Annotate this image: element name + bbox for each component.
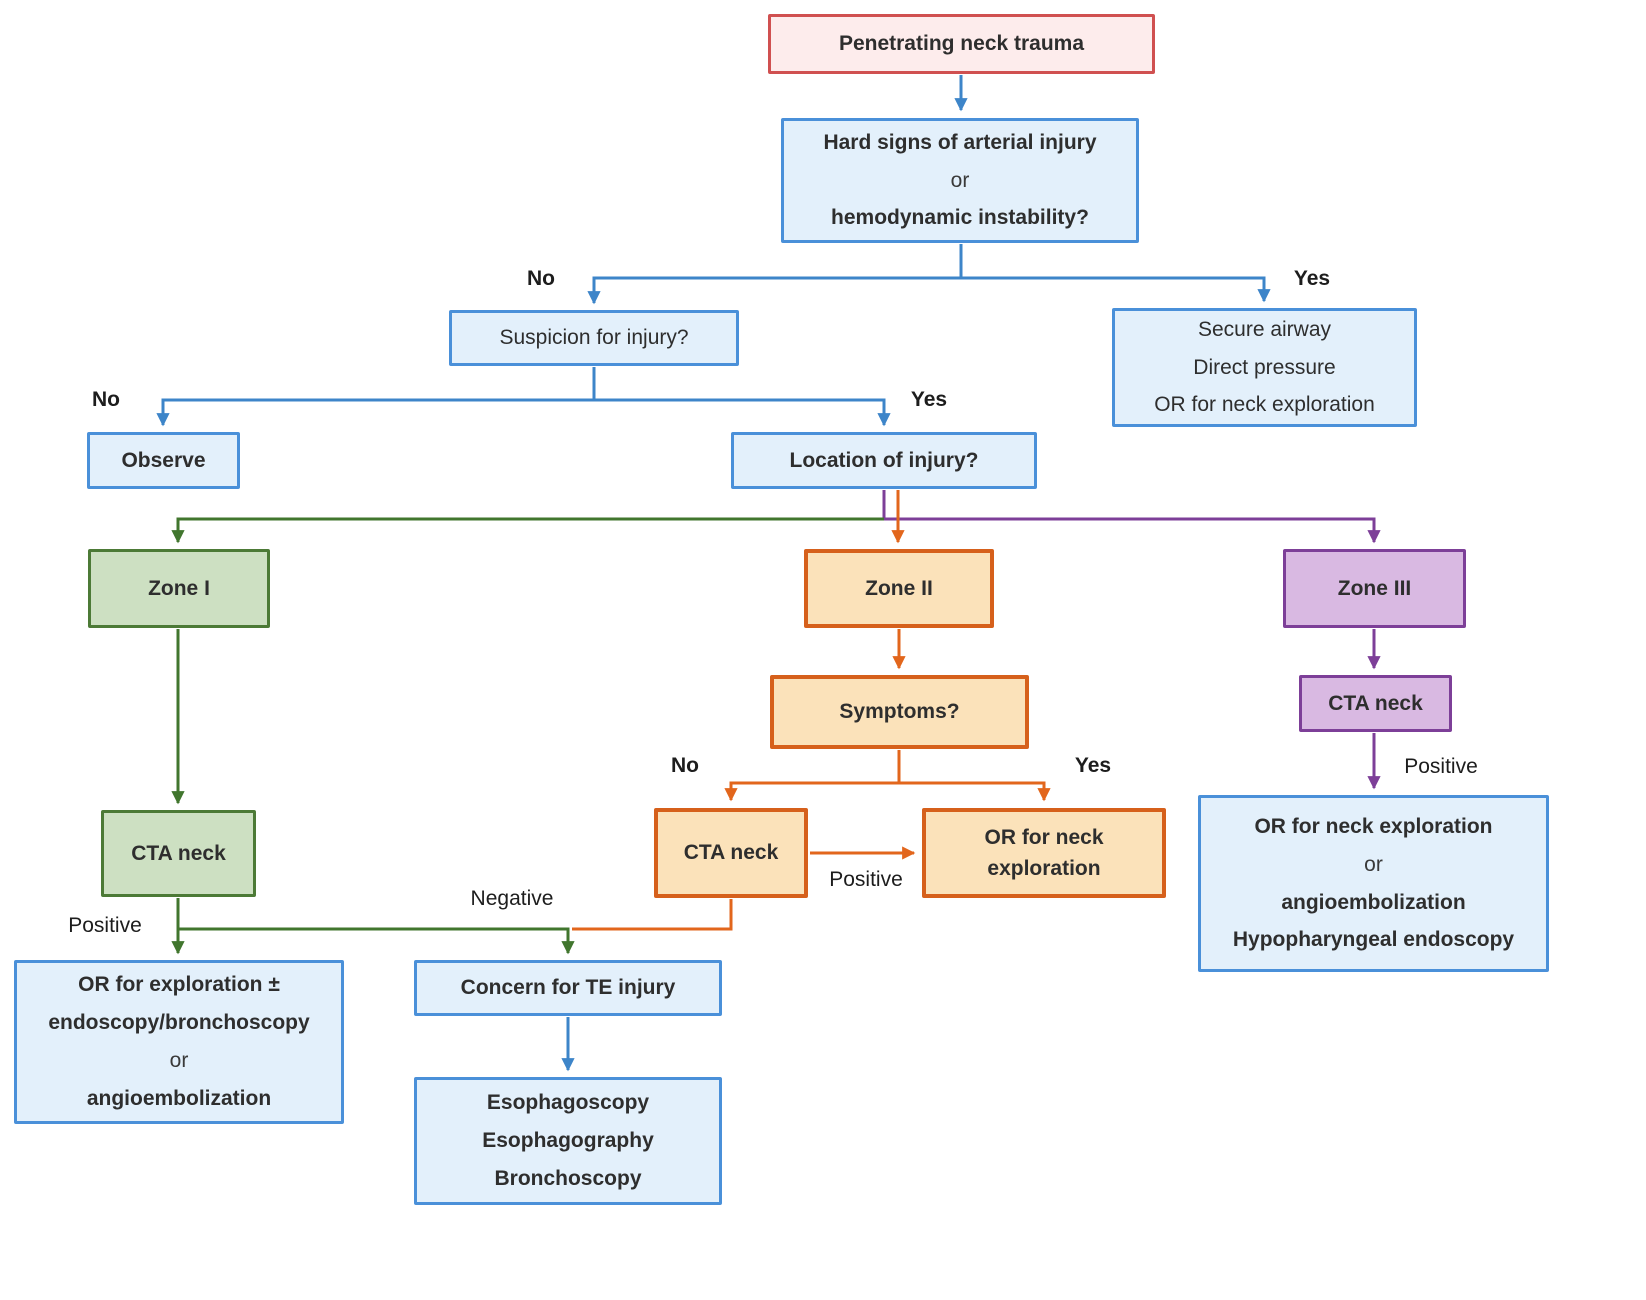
node-label: Penetrating neck trauma bbox=[838, 32, 1085, 56]
node-zone3-cta-neck: CTA neck bbox=[1299, 675, 1452, 732]
node-te-concern: Concern for TE injury bbox=[414, 960, 722, 1016]
node-suspicion-question: Suspicion for injury? bbox=[449, 310, 739, 366]
node-line: Bronchoscopy bbox=[494, 1166, 642, 1190]
edge-label-zone2-positive: Positive bbox=[829, 868, 903, 891]
node-te-workup: Esophagoscopy Esophagography Bronchoscop… bbox=[414, 1077, 722, 1205]
edge-label-hardsigns-yes: Yes bbox=[1293, 267, 1331, 290]
node-line: OR for neck exploration bbox=[1254, 814, 1493, 838]
node-zone2-or-exploration: OR for neck exploration bbox=[922, 808, 1166, 898]
node-line: Esophagography bbox=[482, 1129, 654, 1153]
node-label: Suspicion for injury? bbox=[499, 326, 689, 350]
node-line: hemodynamic instability? bbox=[831, 206, 1089, 230]
node-zone3-or-exploration: OR for neck exploration or angioemboliza… bbox=[1198, 795, 1549, 972]
edge-suspicion-yes-to-location bbox=[592, 367, 891, 427]
node-zone2-cta-neck: CTA neck bbox=[654, 808, 808, 898]
node-zone1: Zone I bbox=[88, 549, 270, 628]
node-line: angioembolization bbox=[1281, 890, 1466, 914]
node-penetrating-neck-trauma: Penetrating neck trauma bbox=[768, 14, 1155, 74]
edge-label-symptoms-yes: Yes bbox=[1074, 754, 1112, 777]
node-label: Zone II bbox=[865, 576, 933, 600]
edge-label-symptoms-no: No bbox=[671, 754, 699, 777]
node-hard-signs-question: Hard signs of arterial injury or hemodyn… bbox=[781, 118, 1139, 243]
node-label: Zone I bbox=[148, 576, 210, 600]
node-line: angioembolization bbox=[86, 1086, 272, 1110]
edge-label-hardsigns-no: No bbox=[527, 267, 555, 290]
node-line: Hard signs of arterial injury bbox=[823, 130, 1097, 154]
node-line: or bbox=[950, 168, 970, 192]
edge-symptoms-no-to-cta bbox=[724, 750, 901, 802]
edge-label-suspicion-no: No bbox=[92, 388, 120, 411]
node-symptoms-question: Symptoms? bbox=[770, 675, 1029, 749]
node-label: CTA neck bbox=[683, 841, 779, 865]
node-line: OR for exploration ± bbox=[78, 973, 280, 997]
node-secure-airway: Secure airway Direct pressure OR for nec… bbox=[1112, 308, 1417, 427]
edge-hardsigns-no-to-suspicion bbox=[587, 244, 963, 305]
edge-symptoms-yes-to-or bbox=[897, 750, 1051, 802]
edge-hardsigns-yes-to-secure-airway bbox=[959, 244, 1271, 303]
node-label: CTA neck bbox=[131, 841, 226, 865]
node-zone2: Zone II bbox=[804, 549, 994, 628]
edge-label-suspicion-yes: Yes bbox=[910, 388, 948, 411]
node-location-question: Location of injury? bbox=[731, 432, 1037, 489]
node-label: Zone III bbox=[1337, 576, 1412, 600]
node-line: or bbox=[169, 1049, 189, 1072]
edge-zone2-cta-negative-join bbox=[572, 899, 733, 931]
edge-location-to-zone3 bbox=[882, 490, 1381, 544]
edge-label-zone3-positive: Positive bbox=[1404, 755, 1478, 778]
node-zone1-cta-neck: CTA neck bbox=[101, 810, 256, 897]
node-line: exploration bbox=[987, 857, 1101, 880]
node-zone3: Zone III bbox=[1283, 549, 1466, 628]
edge-suspicion-no-to-observe bbox=[156, 367, 596, 427]
edge-label-zone1-positive: Positive bbox=[68, 914, 142, 937]
node-line: Direct pressure bbox=[1193, 355, 1336, 379]
node-line: OR for neck exploration bbox=[1154, 393, 1375, 417]
node-zone1-or-exploration: OR for exploration ± endoscopy/bronchosc… bbox=[14, 960, 344, 1124]
edge-location-to-zone1 bbox=[171, 517, 884, 544]
node-line: or bbox=[1364, 852, 1383, 876]
node-line: endoscopy/bronchoscopy bbox=[48, 1011, 310, 1035]
node-label: CTA neck bbox=[1328, 691, 1423, 715]
node-label: Location of injury? bbox=[789, 448, 979, 472]
node-observe: Observe bbox=[87, 432, 240, 489]
node-label: Symptoms? bbox=[839, 700, 960, 724]
node-line: OR for neck bbox=[984, 825, 1104, 849]
node-line: Esophagoscopy bbox=[486, 1091, 650, 1115]
node-line: Hypopharyngeal endoscopy bbox=[1232, 928, 1515, 952]
edge-cta-negative-to-te-concern bbox=[178, 927, 575, 955]
edge-label-cta-negative: Negative bbox=[470, 887, 554, 910]
node-line: Secure airway bbox=[1197, 317, 1332, 341]
node-label: Concern for TE injury bbox=[460, 976, 676, 1000]
node-label: Observe bbox=[121, 448, 206, 472]
